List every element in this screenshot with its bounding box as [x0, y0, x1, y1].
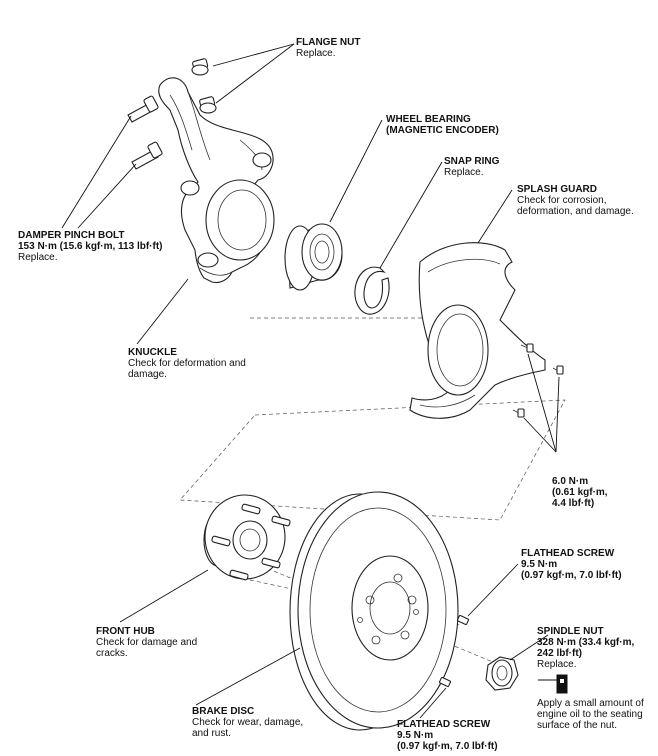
oil-note-line-2: engine oil to the seating	[537, 709, 643, 720]
splash-guard-title: SPLASH GUARD	[517, 184, 598, 195]
brake-disc-note-2: and rust.	[192, 728, 231, 739]
snap-ring-part	[354, 266, 390, 315]
flange-nut-upper	[191, 58, 209, 76]
front-hub-label: FRONT HUB Check for damage and cracks.	[96, 626, 197, 659]
flathead-screw-bottom-title: FLATHEAD SCREW	[397, 719, 491, 730]
knuckle-label: KNUCKLE Check for deformation and damage…	[128, 347, 246, 380]
hub-stud-3	[261, 557, 281, 569]
flathead-screw-top-title: FLATHEAD SCREW	[521, 548, 615, 559]
wheel-bearing-title: WHEEL BEARING	[386, 114, 471, 125]
brake-disc-label: BRAKE DISC Check for wear, damage, and r…	[192, 706, 303, 739]
oil-note-line-1: Apply a small amount of	[537, 698, 644, 709]
splash-guard-part	[409, 242, 546, 419]
oil-note-line-3: surface of the nut.	[537, 720, 618, 731]
splash-guard-note-1: Check for corrosion,	[517, 195, 607, 206]
splash-guard-note-2: deformation, and damage.	[517, 206, 634, 217]
flathead-screw-top-torque-alt: (0.97 kgf·m, 7.0 lbf·ft)	[521, 570, 622, 581]
oil-note-label: Apply a small amount of engine oil to th…	[537, 698, 644, 731]
spindle-nut-note: Replace.	[537, 659, 577, 670]
spindle-nut-part	[485, 656, 519, 691]
guard-screw-torque-nm: 6.0 N·m	[552, 476, 589, 487]
hub-stud-1	[241, 503, 261, 515]
spindle-nut-torque-alt: 242 lbf·ft)	[537, 648, 582, 659]
knuckle-title: KNUCKLE	[128, 347, 177, 358]
flange-nut-lower	[199, 96, 217, 114]
damper-pinch-bolt-label: DAMPER PINCH BOLT 153 N·m (15.6 kgf·m, 1…	[18, 230, 162, 263]
knuckle-note-2: damage.	[128, 369, 167, 380]
flathead-screw-top-label: FLATHEAD SCREW 9.5 N·m (0.97 kgf·m, 7.0 …	[521, 548, 622, 581]
splash-guard-screw-2	[552, 365, 564, 375]
splash-guard-screw-3	[512, 408, 525, 418]
flathead-screw-bottom-torque: 9.5 N·m	[397, 730, 434, 741]
splash-guard-label: SPLASH GUARD Check for corrosion, deform…	[517, 184, 634, 217]
guard-screw-torque-lbf: 4.4 lbf·ft)	[552, 498, 595, 509]
flathead-screw-top-torque: 9.5 N·m	[521, 559, 558, 570]
wheel-bearing-label: WHEEL BEARING (MAGNETIC ENCODER)	[386, 114, 499, 136]
guard-screw-torque-kgf: (0.61 kgf·m,	[552, 487, 608, 498]
leader-lines	[61, 43, 560, 719]
brake-disc-title: BRAKE DISC	[192, 706, 255, 717]
snap-ring-note: Replace.	[444, 167, 484, 178]
spindle-nut-title: SPINDLE NUT	[537, 626, 604, 637]
flathead-screw-bottom-torque-alt: (0.97 kgf·m, 7.0 lbf·ft)	[397, 741, 498, 752]
wheel-bearing-subtitle: (MAGNETIC ENCODER)	[386, 125, 499, 136]
snap-ring-title: SNAP RING	[444, 156, 500, 167]
damper-pinch-bolt-note: Replace.	[18, 252, 58, 263]
flathead-screw-upper	[456, 614, 470, 626]
damper-pinch-bolt-title: DAMPER PINCH BOLT	[18, 230, 125, 241]
knuckle-note-1: Check for deformation and	[128, 358, 246, 369]
flange-nut-note: Replace.	[296, 48, 336, 59]
knuckle-part	[158, 77, 275, 284]
front-hub-note-1: Check for damage and	[96, 637, 198, 648]
front-hub-note-2: cracks.	[96, 648, 128, 659]
flange-nut-label: FLANGE NUT Replace.	[296, 37, 360, 59]
spindle-nut-torque: 328 N·m (33.4 kgf·m,	[537, 637, 635, 648]
spindle-nut-label: SPINDLE NUT 328 N·m (33.4 kgf·m, 242 lbf…	[537, 626, 634, 670]
front-hub-title: FRONT HUB	[96, 626, 155, 637]
engine-oil-icon	[538, 674, 568, 694]
flathead-screw-lower	[438, 676, 452, 688]
flange-nut-title: FLANGE NUT	[296, 37, 361, 48]
guard-screw-torque-label: 6.0 N·m (0.61 kgf·m, 4.4 lbf·ft)	[552, 476, 608, 509]
flathead-screw-bottom-label: FLATHEAD SCREW 9.5 N·m (0.97 kgf·m, 7.0 …	[397, 719, 498, 752]
brake-disc-part	[289, 491, 459, 731]
brake-disc-note-1: Check for wear, damage,	[192, 717, 304, 728]
damper-pinch-bolt-upper	[127, 95, 159, 123]
splash-guard-screw-1	[520, 343, 534, 353]
wheel-bearing-part	[284, 223, 343, 291]
hub-stud-2	[271, 515, 291, 527]
hub-stud-4	[229, 569, 249, 581]
snap-ring-label: SNAP RING Replace.	[444, 156, 499, 178]
damper-pinch-bolt-lower	[131, 141, 163, 170]
front-hub-part	[203, 494, 291, 581]
damper-pinch-bolt-torque: 153 N·m (15.6 kgf·m, 113 lbf·ft)	[18, 241, 163, 252]
hub-stud-5	[211, 535, 231, 547]
